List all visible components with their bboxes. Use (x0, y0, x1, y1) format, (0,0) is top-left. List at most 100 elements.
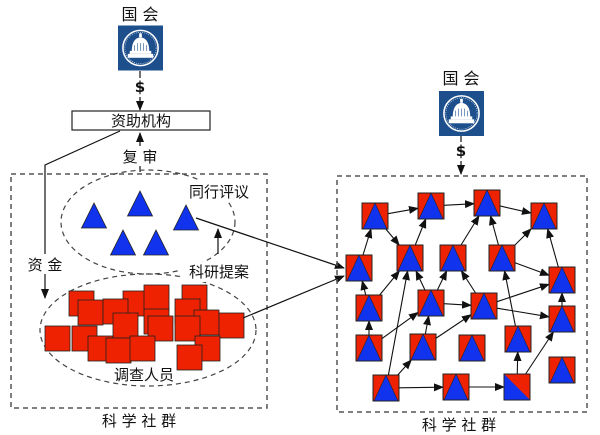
network-node (504, 325, 532, 353)
reviewer-triangle (109, 229, 137, 256)
community-label-right: 科 学 社 群 (422, 416, 496, 434)
node-outline (548, 266, 576, 294)
network-edge-arrow (435, 314, 472, 339)
researcher-square (176, 344, 203, 371)
network-node (442, 373, 470, 401)
peer-review-label-bg (182, 180, 256, 202)
network-edge-arrow (514, 228, 532, 246)
funding-agency-label: 资助机构 (111, 112, 171, 130)
node-outline (396, 244, 424, 272)
network-nodes (345, 189, 576, 402)
network-node (417, 192, 445, 220)
network-edge-arrow (414, 218, 427, 246)
network-node (355, 294, 383, 322)
network-node (355, 334, 383, 362)
network-edge-arrow (489, 215, 499, 246)
node-outline (504, 325, 532, 353)
network-edge-arrow (460, 215, 480, 246)
network-edge-arrow (496, 283, 550, 303)
network-edge-arrow (381, 311, 419, 340)
peer-review-group-ellipse (60, 169, 236, 275)
proposal-label-bg (180, 262, 258, 282)
researcher-square (129, 335, 156, 362)
researcher-square (143, 284, 170, 311)
network-node (488, 244, 516, 272)
node-outline (345, 254, 373, 282)
review-label: 复 审 (123, 148, 158, 166)
node-outline (530, 202, 558, 230)
network-node (361, 202, 389, 230)
node-outline (488, 244, 516, 272)
network-edge-arrow (385, 228, 400, 246)
node-outline (372, 374, 400, 402)
network-edge-arrow (397, 359, 412, 376)
reviewer-triangle (172, 204, 200, 231)
network-edge-arrow (387, 205, 419, 215)
network-edge-arrow (499, 205, 532, 215)
reviewer-group (80, 190, 200, 256)
dollar-sign-right: $ (456, 142, 466, 160)
review-label-bg (118, 146, 162, 166)
network-edge-arrow (362, 228, 373, 256)
network-edge-arrow (379, 270, 400, 296)
network-edges (360, 200, 566, 392)
network-edge-arrow (460, 270, 477, 294)
node-outline (361, 202, 389, 230)
reviewer-triangle (80, 202, 108, 229)
funding-agency-box (71, 110, 211, 131)
node-outline (355, 334, 383, 362)
node-outline (473, 189, 501, 217)
network-node (548, 356, 576, 384)
node-outline (470, 292, 498, 320)
node-outline (417, 289, 445, 317)
funding-label: 资 金 (28, 256, 63, 274)
network-edge-arrow (546, 228, 559, 268)
researcher-square (44, 325, 71, 352)
network-node (396, 244, 424, 272)
network-edge-arrow (502, 270, 516, 327)
researcher-square (112, 312, 139, 339)
node-outline (439, 244, 467, 272)
network-node (548, 305, 576, 333)
node-outline (548, 356, 576, 384)
network-node (548, 266, 576, 294)
capitol-seal-icon (439, 91, 484, 136)
network-edge-arrow (443, 200, 475, 209)
network-node (409, 333, 437, 361)
network-edge-arrow (496, 307, 550, 320)
researcher-square (77, 299, 104, 326)
node-outline (442, 373, 470, 401)
network-edge-arrow (423, 315, 431, 335)
researcher-square (218, 312, 245, 339)
congress-label-right: 国 会 (442, 69, 479, 88)
proposal-label: 科研提案 (189, 263, 249, 281)
network-node (372, 374, 400, 402)
researcher-square (105, 337, 132, 364)
researcher-group (44, 284, 245, 371)
network-node (458, 334, 486, 362)
dollar-sign-left: $ (135, 78, 145, 96)
network-node (417, 289, 445, 317)
network-edge-arrow (514, 262, 550, 276)
node-outline (458, 334, 486, 362)
right-panel: 国 会 $ 科 学 社 群 (336, 69, 588, 434)
network-edge-arrow (415, 270, 426, 291)
network-edge-arrow (443, 300, 472, 309)
node-outline (355, 294, 383, 322)
network-node (345, 254, 373, 282)
congress-label-left: 国 会 (121, 5, 158, 24)
network-node (503, 373, 531, 401)
network-edge-arrow (525, 331, 554, 375)
science-community-box-left (10, 173, 268, 409)
network-node (530, 202, 558, 230)
network-edge-arrow (360, 280, 369, 296)
reviewer-to-network-arrow (195, 217, 345, 269)
peer-review-label: 同行评议 (189, 183, 249, 201)
network-edge-arrow (387, 270, 410, 376)
network-node (470, 292, 498, 320)
node-outline (417, 192, 445, 220)
reviewer-triangle (142, 229, 170, 256)
researcher-to-network-arrow (242, 275, 345, 319)
community-label-left: 科 学 社 群 (102, 412, 176, 430)
funding-label-bg (20, 254, 70, 274)
